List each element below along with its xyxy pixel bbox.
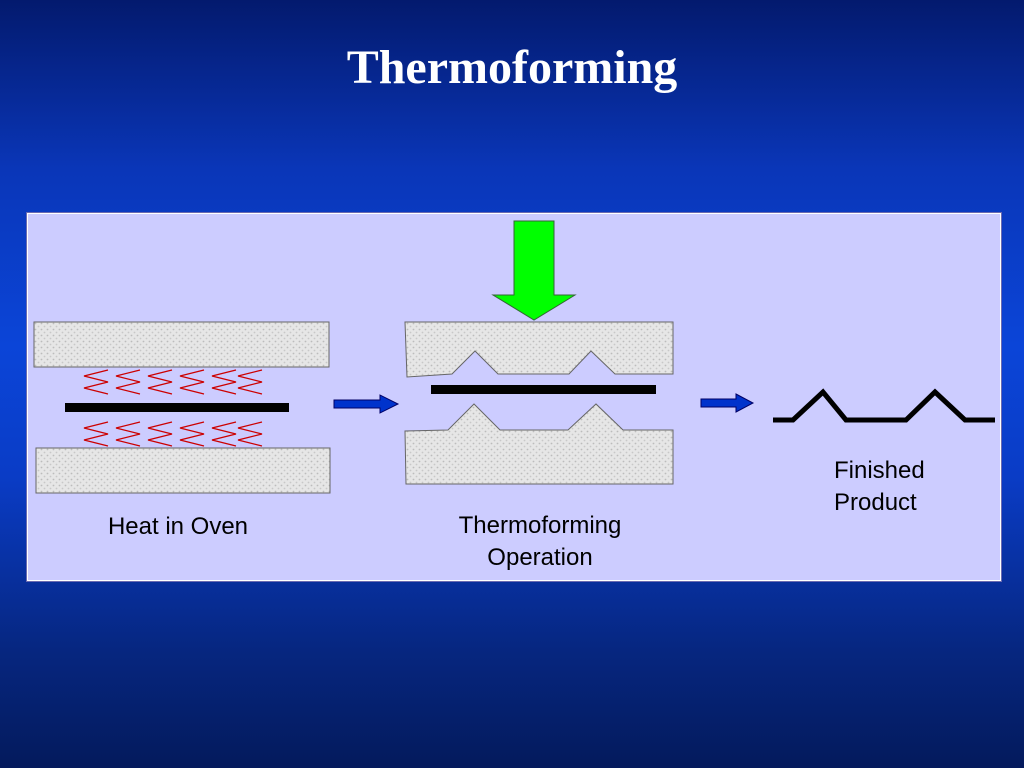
heat-waves-upper	[83, 369, 263, 395]
oven-plastic-sheet	[65, 403, 289, 412]
oven-bottom-heater	[35, 447, 331, 494]
slide-title: Thermoforming	[346, 41, 678, 94]
stage-caption-heat-in-oven: Heat in Oven	[107, 513, 249, 540]
oven-top-heater	[33, 321, 330, 368]
oven-group	[33, 321, 331, 494]
flow-arrow-right-icon	[333, 394, 400, 414]
press-group	[404, 220, 674, 485]
upper-mold	[404, 321, 674, 378]
press-plastic-sheet	[431, 385, 656, 394]
press-down-arrow-icon	[491, 220, 577, 321]
lower-mold	[404, 403, 674, 485]
stage-caption-thermoforming-operation: Thermoforming Operation	[458, 512, 622, 571]
heat-waves-lower	[83, 421, 263, 447]
stage-caption-finished-product: Finished Product	[834, 457, 925, 516]
flow-arrow-right-icon	[700, 393, 755, 413]
finished-product-profile	[773, 388, 995, 423]
diagram-canvas	[33, 220, 995, 494]
diagram-panel: Heat in Oven Thermoforming Operation Fin…	[26, 212, 1002, 582]
